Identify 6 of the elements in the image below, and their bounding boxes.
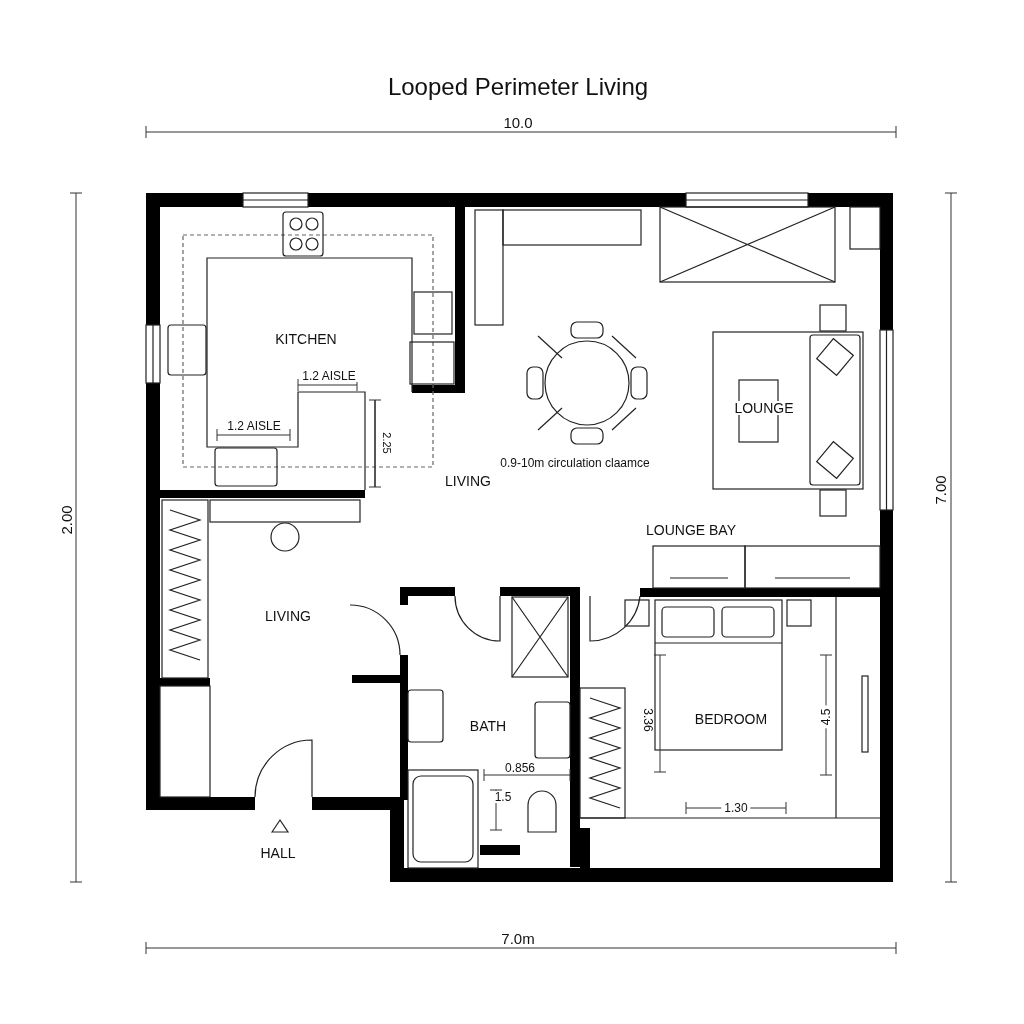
dimension-label: 3.36	[642, 705, 654, 735]
dimension-label: 2.25	[380, 429, 392, 457]
dimension-label: 0.856	[502, 762, 538, 774]
annotation-note: 0.9-10m circulation claamce	[497, 457, 653, 469]
dimension-label: 4.5	[820, 705, 832, 729]
dimension-label: 1.30	[721, 802, 751, 814]
